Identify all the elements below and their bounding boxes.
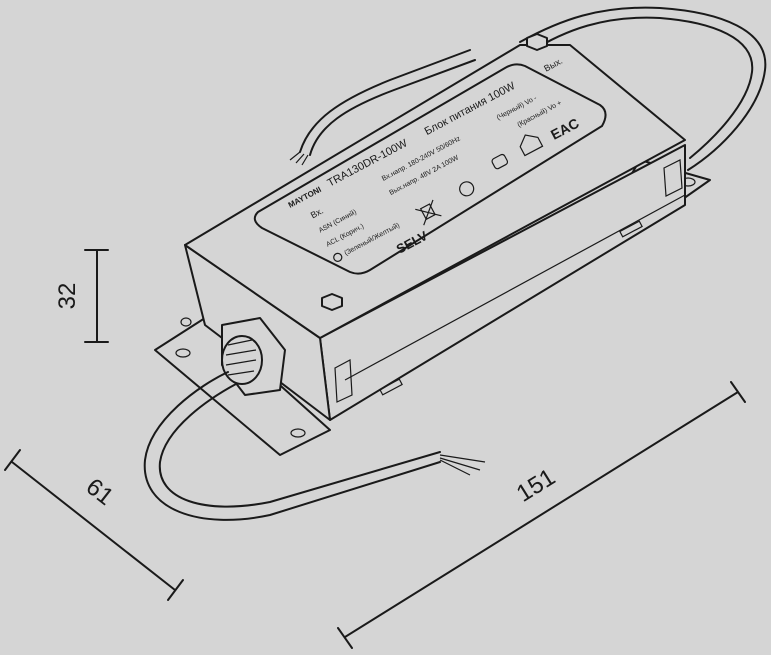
ground-icon: [333, 252, 343, 262]
weee-bin-icon: [415, 199, 442, 226]
box-base-edge: [344, 194, 686, 381]
slot: [619, 220, 643, 238]
cable-wires-top: [289, 151, 309, 166]
gland-nut: [221, 335, 263, 385]
dimension-width-value: 61: [81, 473, 119, 511]
input-cable: [143, 371, 441, 521]
dimension-width: 61: [4, 449, 184, 601]
mounting-hole: [175, 348, 191, 358]
dimension-height-value: 32: [54, 283, 81, 310]
output-cable: [519, 6, 767, 171]
slot: [379, 378, 403, 396]
dimension-length: 151: [337, 381, 746, 649]
input-cable-top: [299, 49, 471, 153]
class-icon: [459, 181, 475, 197]
output-cable-edge: [529, 16, 754, 159]
indoor-house-icon: [519, 134, 544, 157]
transformer-icon: [491, 153, 509, 170]
input-cable-edge: [158, 383, 441, 508]
mounting-hole: [290, 428, 306, 438]
label-plate: [253, 63, 607, 275]
end-screw: [180, 317, 192, 327]
dimension-height: 32: [54, 249, 109, 343]
screw-front: [321, 293, 343, 311]
input-cable-top-edge: [309, 59, 476, 156]
box-top-face: [184, 44, 686, 339]
dimension-length-value: 151: [512, 464, 560, 508]
gland-thread: [225, 339, 257, 376]
screw-top: [526, 33, 548, 51]
cable-wires: [439, 454, 486, 476]
clip: [334, 359, 353, 403]
clip: [663, 159, 683, 197]
